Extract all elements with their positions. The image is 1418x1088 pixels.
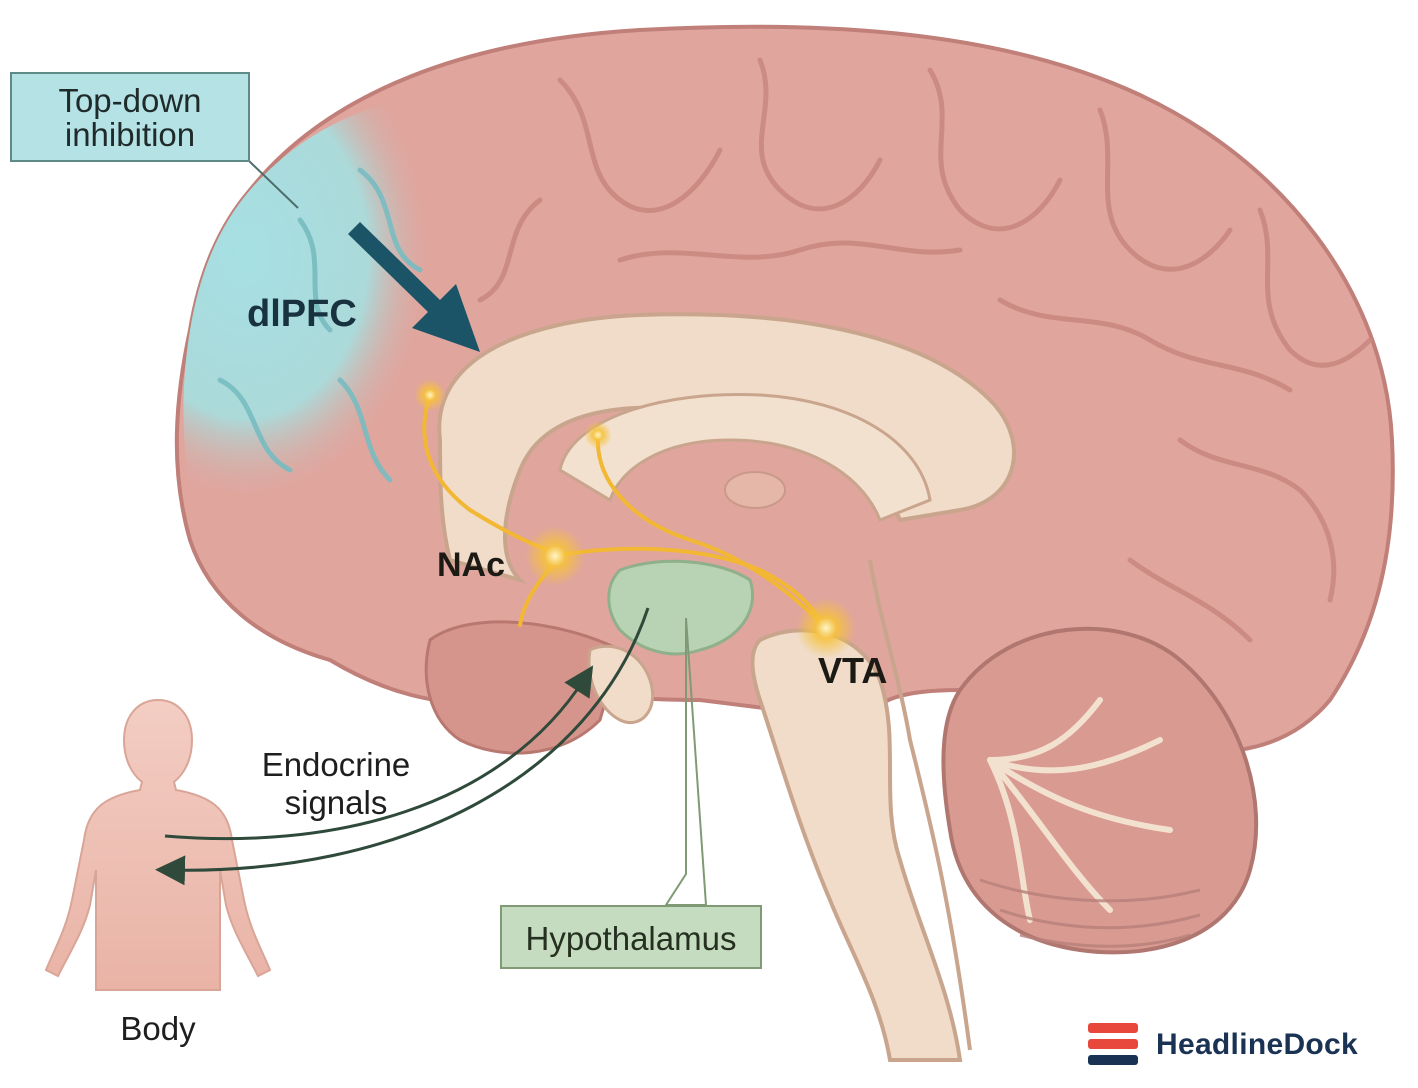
thalamus bbox=[724, 471, 786, 509]
endocrine-line1: Endocrine bbox=[261, 746, 411, 783]
cortex-glow bbox=[584, 421, 612, 449]
fornix bbox=[558, 392, 932, 522]
vta-label: VTA bbox=[818, 650, 888, 691]
top-down-line2: inhibition bbox=[64, 116, 196, 153]
nac-label: NAc bbox=[437, 546, 506, 584]
hypothalamus-callout: Hypothalamus bbox=[500, 905, 762, 969]
brand-bar-middle bbox=[1088, 1039, 1138, 1049]
top-down-line1: Top-down bbox=[58, 82, 202, 119]
endocrine-arrow-down bbox=[155, 607, 650, 886]
dlpfc-label: dlPFC bbox=[247, 293, 357, 335]
vta-glow bbox=[796, 598, 856, 658]
endocrine-signals-label: Endocrine signals bbox=[238, 746, 434, 822]
brand-name: HeadlineDock bbox=[1156, 1028, 1358, 1061]
nac-glow bbox=[525, 526, 585, 586]
brainstem bbox=[750, 628, 963, 1062]
body-figure bbox=[44, 698, 272, 991]
brand-logo: HeadlineDock bbox=[1088, 1022, 1358, 1068]
hypothalamus-region bbox=[607, 559, 755, 656]
top-down-inhibition-callout: Top-down inhibition bbox=[10, 72, 250, 162]
arbor-vitae bbox=[987, 697, 1173, 923]
gyri-folds bbox=[477, 57, 1373, 643]
temporal-lobe bbox=[424, 620, 622, 755]
endocrine-line2: signals bbox=[284, 784, 388, 821]
body-label: Body bbox=[120, 1010, 196, 1047]
pituitary-stalk bbox=[587, 644, 655, 725]
brand-mark-icon bbox=[1088, 1023, 1138, 1067]
prefrontal-folds bbox=[217, 167, 423, 483]
inhibition-arrow bbox=[348, 222, 480, 352]
callout-pointer-line bbox=[247, 159, 299, 209]
dlpfc-glow bbox=[414, 379, 446, 411]
endocrine-arrow-up bbox=[164, 665, 594, 841]
brand-bar-bottom bbox=[1088, 1055, 1138, 1065]
fourth-ventricle-line bbox=[868, 559, 972, 1051]
cerebellum-folia bbox=[979, 878, 1201, 948]
prefrontal-cortex-dlpfc bbox=[183, 94, 528, 553]
brand-bar-top bbox=[1088, 1023, 1138, 1033]
